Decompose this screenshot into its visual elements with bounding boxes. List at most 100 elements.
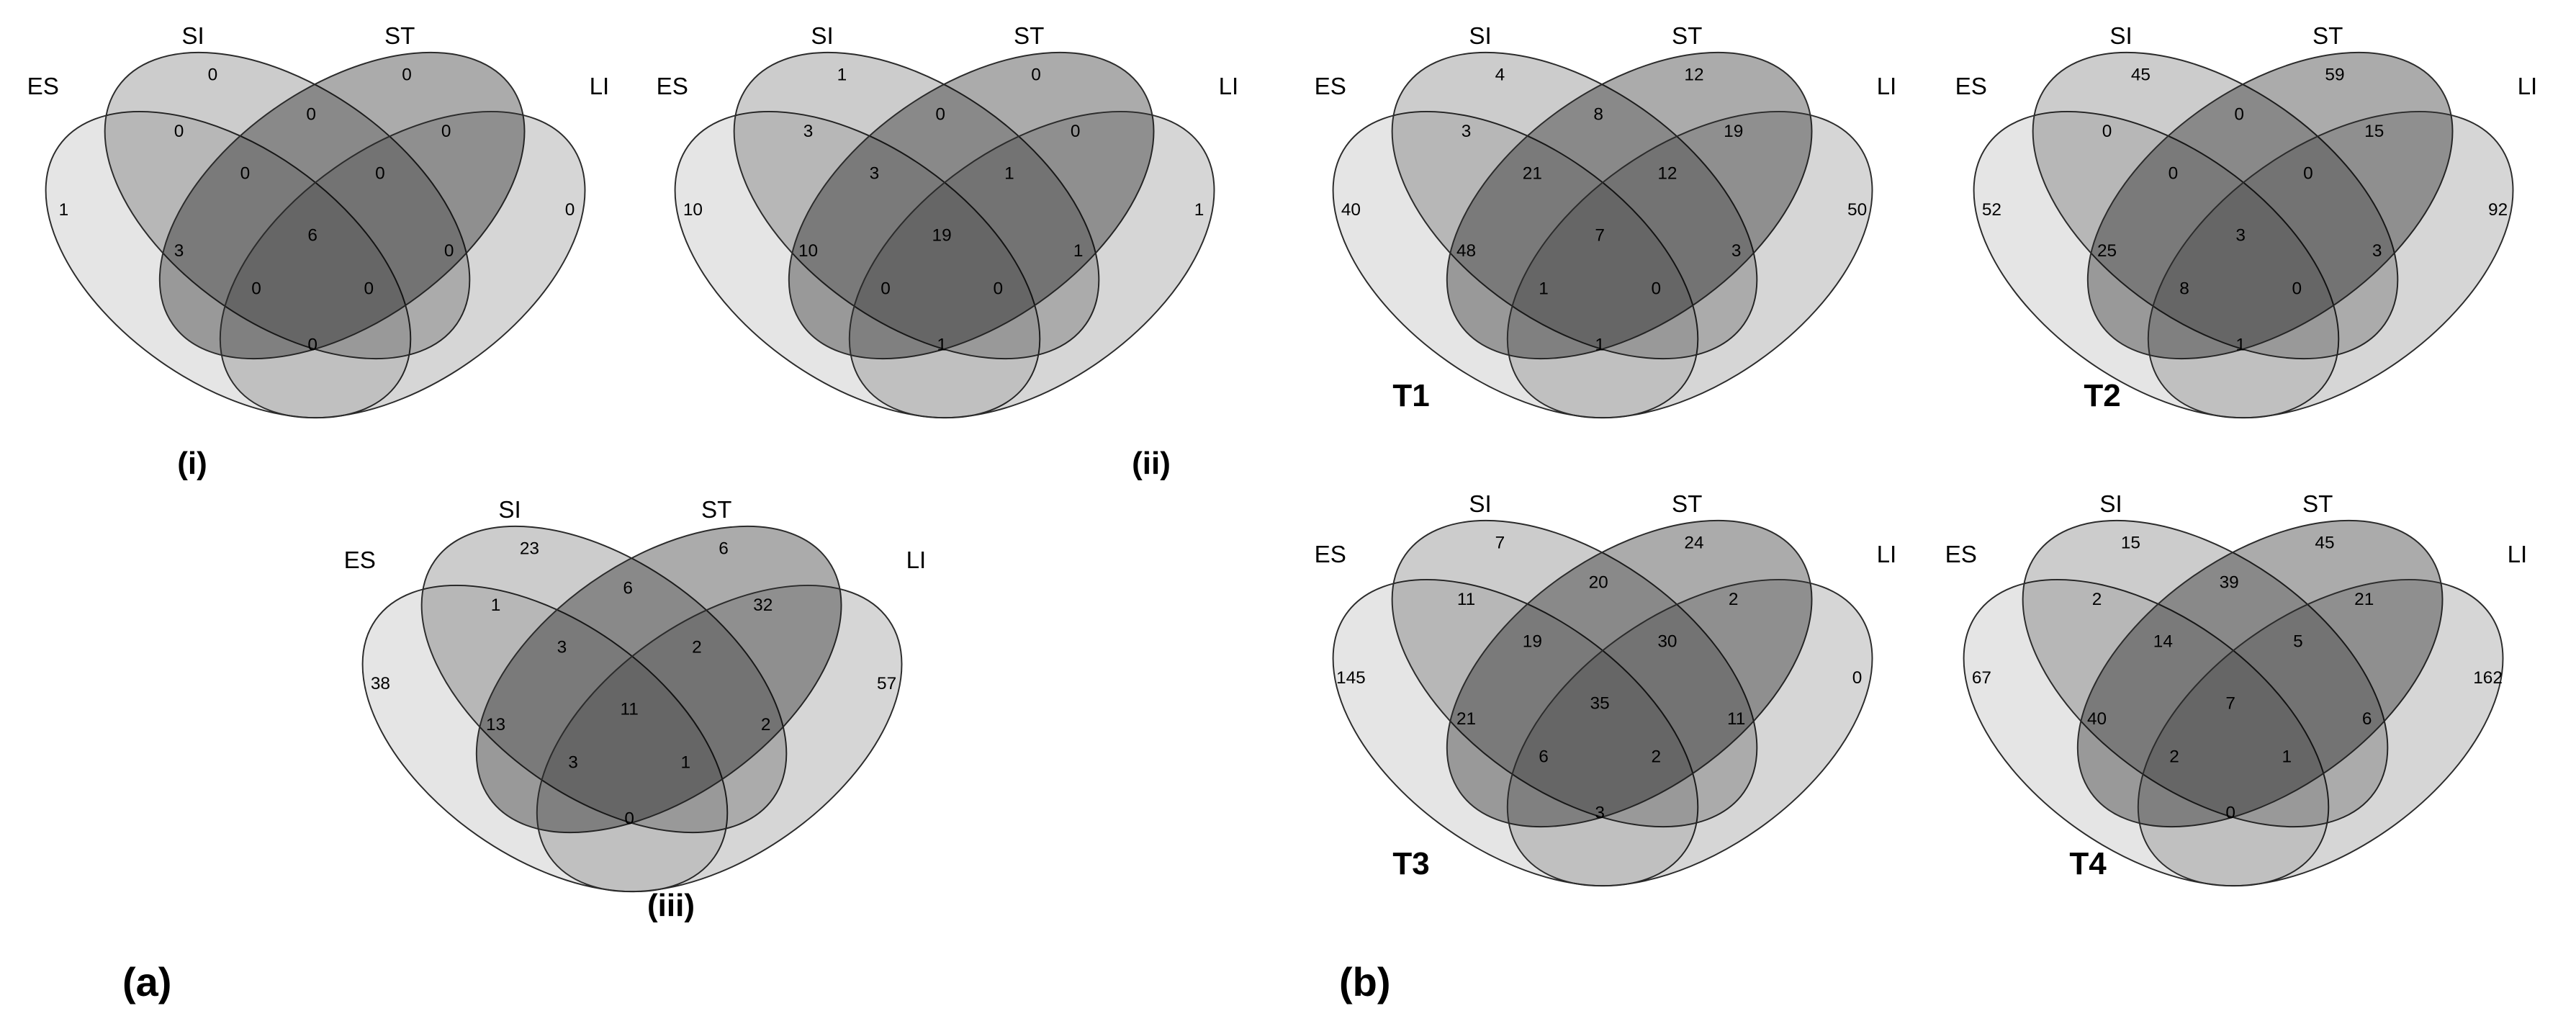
si-ellipse [104,51,471,360]
region-si_st_li-value: 2 [692,637,702,657]
region-st-value: 59 [2325,66,2344,85]
region-es-value: 1 [59,200,69,220]
es-ellipse [674,110,1041,419]
region-es-value: 40 [1341,200,1361,220]
region-es_st_li-value: 2 [1651,747,1661,767]
region-st-value: 0 [1031,66,1041,85]
set-label-st: ST [1672,491,1702,518]
region-si_st-value: 8 [1593,104,1603,124]
region-si-value: 4 [1495,66,1505,85]
st-ellipse [2086,51,2454,360]
set-label-st: ST [701,497,731,524]
region-li-value: 162 [2473,668,2503,688]
region-es_st_li-value: 0 [364,279,374,299]
region-si_st_li-value: 5 [2293,632,2303,651]
region-es_li-value: 1 [1595,336,1605,355]
es-ellipse [1332,578,1699,887]
region-si_li-value: 3 [2372,241,2382,261]
set-label-si: SI [498,497,521,524]
set-label-li: LI [590,73,610,100]
region-es-value: 52 [1982,200,2001,220]
region-si-value: 23 [520,539,539,559]
region-es_si_st-value: 14 [2153,632,2173,651]
region-st_li-value: 32 [753,596,773,615]
es-ellipse [1973,110,2340,419]
set-label-st: ST [2312,23,2343,50]
si-ellipse [1391,51,1758,360]
region-si_st_li-value: 12 [1657,163,1677,183]
region-si_li-value: 1 [1073,241,1084,261]
region-si_st-value: 0 [2234,104,2244,124]
region-es_si_st_li-value: 3 [2235,225,2246,245]
region-st_li-value: 0 [441,122,451,141]
si-ellipse [2032,51,2399,360]
set-label-es: ES [1945,542,1977,568]
region-si_st-value: 0 [306,104,316,124]
set-label-li: LI [2508,542,2528,568]
region-es_si_li-value: 8 [2179,279,2189,299]
region-si_li-value: 3 [1731,241,1742,261]
set-label-es: ES [27,73,59,100]
region-si_st_li-value: 0 [375,163,385,183]
region-es_li-value: 0 [624,809,634,829]
caption-b-t3: T3 [1392,846,1430,881]
panel-b-label: (b) [1339,959,1391,1005]
region-es_si_st-value: 21 [1523,163,1542,183]
region-es_si-value: 0 [2102,122,2112,141]
region-si-value: 7 [1495,534,1505,553]
region-st-value: 6 [719,539,729,559]
set-label-si: SI [1469,491,1491,518]
region-si-value: 45 [2131,66,2151,85]
set-label-st: ST [1014,23,1044,50]
li-ellipse [2137,578,2504,887]
region-es_si-value: 3 [803,122,814,141]
region-es_st-value: 21 [1456,709,1476,729]
caption-a-iii: (iii) [647,888,695,923]
st-ellipse [158,51,526,360]
region-es_st_li-value: 0 [993,279,1003,299]
es-ellipse [1332,110,1699,419]
region-si_st_li-value: 0 [2303,163,2313,183]
li-ellipse [2147,110,2514,419]
set-label-si: SI [2109,23,2132,50]
region-li-value: 0 [1852,668,1863,688]
region-st-value: 0 [402,66,412,85]
si-ellipse [2022,519,2389,828]
region-si-value: 1 [837,66,847,85]
set-label-st: ST [2302,491,2333,518]
set-label-si: SI [811,23,833,50]
region-es_li-value: 1 [2235,336,2246,355]
region-si_st-value: 20 [1589,572,1608,592]
st-ellipse [2076,519,2444,828]
set-label-es: ES [1315,73,1346,100]
li-ellipse [219,110,586,419]
si-ellipse [1391,519,1758,828]
caption-a-i: (i) [177,446,207,481]
region-es_st_li-value: 0 [2292,279,2302,299]
region-si-value: 0 [208,66,218,85]
region-si_st_li-value: 30 [1657,632,1677,651]
region-li-value: 50 [1847,200,1867,220]
region-es_si-value: 3 [1462,122,1472,141]
set-label-st: ST [1672,23,1702,50]
region-si_st-value: 0 [935,104,945,124]
set-label-li: LI [2518,73,2538,100]
set-label-si: SI [2099,491,2122,518]
region-si-value: 15 [2121,534,2140,553]
st-ellipse [1446,519,1813,828]
es-ellipse [361,584,729,893]
region-es_si-value: 1 [491,596,501,615]
region-es_li-value: 0 [2225,804,2235,823]
region-es_si_st-value: 3 [870,163,880,183]
region-es-value: 67 [1972,668,1991,688]
set-label-st: ST [384,23,415,50]
st-ellipse [788,51,1155,360]
